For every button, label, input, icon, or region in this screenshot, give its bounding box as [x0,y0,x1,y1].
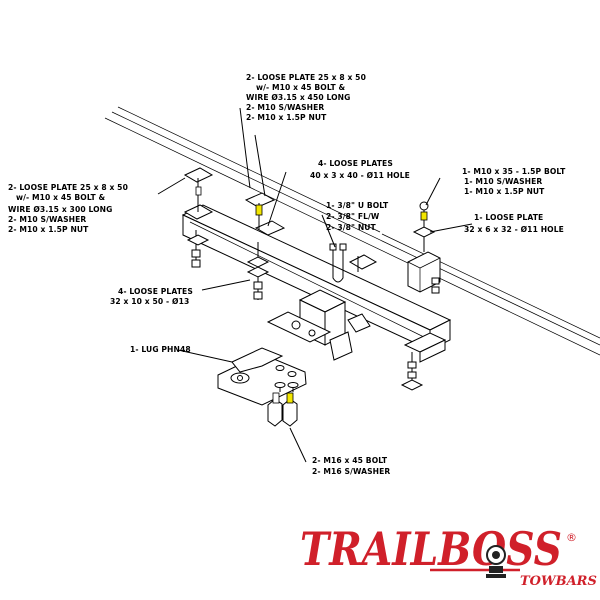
hanging-fasteners [186,230,270,300]
callout-right-plate: 1- LOOSE PLATE 32 x 6 x 32 - Ø11 HOLE [464,213,564,234]
callout-lower-plates: 4- LOOSE PLATES 32 x 10 x 50 - Ø13 [110,287,193,306]
trailboss-logo: TRAILBOSS ® TOWBARS [300,522,597,589]
callout-mid-plates: 4- LOOSE PLATES 40 x 3 x 40 - Ø11 HOLE [310,159,410,180]
callout-line: 2- M10 S/WASHER [8,215,86,224]
callout-line: 2- M16 S/WASHER [312,467,390,476]
callout-line: 1- M10 x 35 - 1.5P BOLT [462,167,566,176]
callout-top-plates: 2- LOOSE PLATE 25 x 8 x 50 w/- M10 x 45 … [246,73,366,122]
callout-line: w/- M10 x 45 BOLT & [256,83,346,92]
callout-line: 2- M10 x 1.5P NUT [246,113,327,122]
right-bracket [407,201,441,294]
callout-line: 32 x 6 x 32 - Ø11 HOLE [464,225,564,234]
callout-line: 2- M10 S/WASHER [246,103,324,112]
logo-sub: TOWBARS [520,574,597,589]
chassis-rails [104,106,600,356]
callout-ubolt: 1- 3/8" U BOLT 2- 3/8" FL/W 2- 3/8" NUT [326,201,389,232]
tow-ball-icon [486,545,506,578]
callout-line: 2- LOOSE PLATE 25 x 8 x 50 [246,73,366,82]
tow-lug [217,347,307,406]
callout-line: 1- LUG PHN48 [130,345,191,354]
registered-mark: ® [566,531,577,544]
m16-bolts [267,382,299,427]
callout-line: 1- LOOSE PLATE [474,213,543,222]
callout-line: 4- LOOSE PLATES [318,159,393,168]
right-lower-bracket [400,332,447,391]
top-plates [183,167,286,236]
u-bolt [329,243,378,283]
callout-line: WIRE Ø3.15 x 300 LONG [8,205,112,214]
callout-lug: 1- LUG PHN48 [130,345,191,354]
callout-line: 4- LOOSE PLATES [118,287,193,296]
callout-line: 32 x 10 x 50 - Ø13 [110,297,189,306]
callout-line: 1- 3/8" U BOLT [326,201,389,210]
callout-line: 2- 3/8" FL/W [326,212,380,221]
callout-line: 2- M10 x 1.5P NUT [8,225,89,234]
callout-line: 1- M10 x 1.5P NUT [464,187,545,196]
callout-line: 40 x 3 x 40 - Ø11 HOLE [310,171,410,180]
callout-line: 2- LOOSE PLATE 25 x 8 x 50 [8,183,128,192]
callout-line: 1- M10 S/WASHER [464,177,542,186]
callout-line: 2- M16 x 45 BOLT [312,456,388,465]
callout-line: w/- M10 x 45 BOLT & [16,193,106,202]
callout-line: 2- 3/8" NUT [326,223,377,232]
logo-brand: TRAILBOSS [300,522,562,576]
hitch-receiver [266,289,371,361]
callout-right-bolt: 1- M10 x 35 - 1.5P BOLT 1- M10 S/WASHER … [462,167,566,196]
callout-bottom-bolts: 2- M16 x 45 BOLT 2- M16 S/WASHER [312,456,390,476]
callout-line: WIRE Ø3.15 x 450 LONG [246,93,350,102]
leader-lines [157,107,473,463]
callout-left-plates: 2- LOOSE PLATE 25 x 8 x 50 w/- M10 x 45 … [8,183,128,234]
